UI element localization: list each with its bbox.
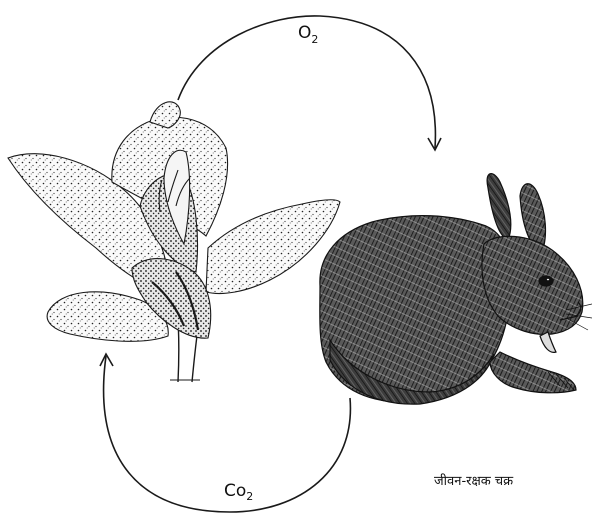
diagram-caption: जीवन-रक्षक चक्र [434,473,514,489]
oxygen-label-main: O [298,23,311,43]
carbon-dioxide-label-main: Co [224,481,246,501]
rabbit-eye [539,276,553,286]
oxygen-label-sub: 2 [311,33,318,46]
plant-illustration [8,102,340,382]
rabbit-illustration [320,174,592,405]
carbon-dioxide-label-sub: 2 [246,490,253,503]
oxygen-label: O2 [298,23,318,46]
carbon-dioxide-label: Co2 [224,481,253,503]
